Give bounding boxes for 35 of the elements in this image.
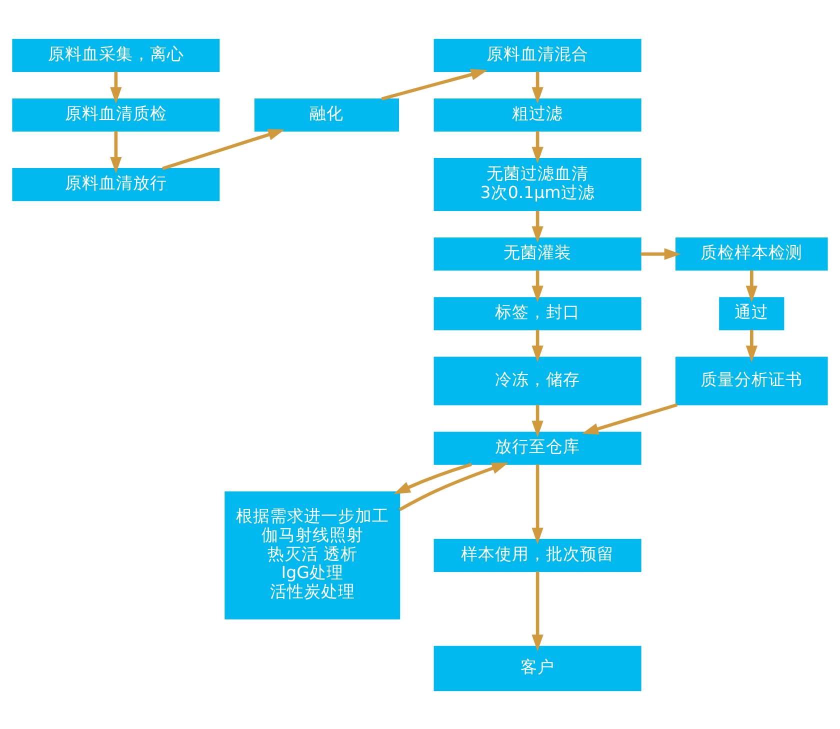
node-box: 标签，封口 xyxy=(434,296,642,330)
arrow xyxy=(582,402,678,434)
node-box: 原料血清放行 xyxy=(12,168,220,201)
node-box: 无菌过滤血清 3次0.1μm过滤 xyxy=(434,158,642,211)
node-box: 放行至仓库 xyxy=(434,431,642,464)
node-box: 粗过滤 xyxy=(434,98,642,132)
node-box: 客户 xyxy=(434,645,642,691)
arrow xyxy=(110,130,122,174)
arrow xyxy=(532,71,544,104)
node-box: 根据需求进一步加工 伽马射线照射 热灭活 透析 IgG处理 活性炭处理 xyxy=(224,490,400,619)
node-box: 质检样本检测 xyxy=(676,237,828,270)
arrow xyxy=(532,464,544,544)
node-box: 无菌灌装 xyxy=(434,237,642,270)
node-box: 原料血采集，离心 xyxy=(12,38,220,72)
node-box: 冷冻，储存 xyxy=(434,356,642,405)
node-box: 质量分析证书 xyxy=(676,356,828,405)
arrow xyxy=(746,270,758,302)
arrow xyxy=(532,270,544,302)
arrow xyxy=(162,128,285,170)
arrow xyxy=(532,404,544,437)
node-box: 融化 xyxy=(254,98,400,132)
arrow xyxy=(394,462,472,494)
arrow xyxy=(532,130,544,163)
node-box: 通过 xyxy=(719,296,784,330)
arrow xyxy=(640,248,681,260)
arrow xyxy=(532,329,544,362)
node-box: 样本使用，批次预留 xyxy=(434,538,642,572)
arrow xyxy=(532,210,544,242)
node-box: 原料血清质检 xyxy=(12,98,220,132)
arrow xyxy=(532,570,544,651)
arrow xyxy=(381,68,488,100)
arrow xyxy=(746,329,758,362)
arrow xyxy=(110,71,122,104)
arrow xyxy=(398,462,508,511)
node-box: 原料血清混合 xyxy=(434,38,642,72)
